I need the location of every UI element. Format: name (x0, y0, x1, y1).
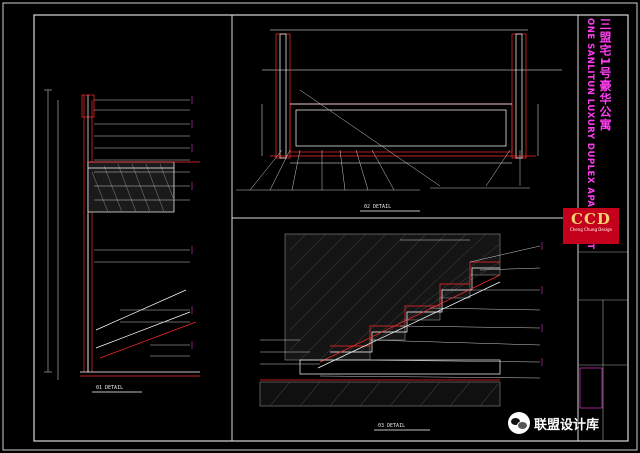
stair-profile (330, 267, 500, 353)
watermark-badge: 联盟设计库 (508, 410, 599, 436)
floor-slab (299, 359, 501, 375)
title-block-field (579, 367, 603, 409)
left-section-detail (44, 89, 200, 393)
caption-top-detail: 02 DETAIL (364, 204, 392, 210)
beam-outline (289, 103, 513, 153)
stair-stringer (95, 311, 191, 349)
concrete-mass (284, 233, 501, 361)
stair-stringer (99, 321, 197, 359)
beam-inner (295, 109, 507, 147)
stair-profile-red (330, 261, 500, 347)
stair-soffit (319, 274, 501, 363)
right-post (511, 33, 527, 159)
foundation-hatch (269, 381, 499, 407)
leader-lines (94, 99, 190, 357)
project-title-cn: 三盟宅1号豪华公寓 (598, 18, 612, 132)
left-post-core (279, 33, 287, 159)
watermark-text: 联盟设计库 (534, 417, 600, 433)
slab-section (87, 161, 175, 213)
leader-lines (260, 239, 541, 379)
top-elevation-detail (236, 29, 562, 212)
drawing-border (33, 14, 629, 442)
leader-lines (249, 89, 521, 191)
project-title-en: ONE SANLITUN LUXURY DUPLEX APARTMENT (585, 18, 595, 250)
foundation (259, 381, 501, 407)
ccd-logo: CCD Cheng Chung Design (563, 208, 619, 244)
stair-soffit (317, 281, 501, 369)
left-post (275, 33, 291, 159)
caption-bottom-detail: 03 DETAIL (378, 423, 406, 429)
right-post-core (515, 33, 523, 159)
caption-left-detail: 01 DETAIL (96, 385, 124, 391)
stair-section-detail (259, 233, 543, 431)
logo-text: CCD (571, 210, 611, 228)
wechat-icon (508, 412, 530, 434)
logo-subtext: Cheng Chung Design (569, 227, 613, 232)
